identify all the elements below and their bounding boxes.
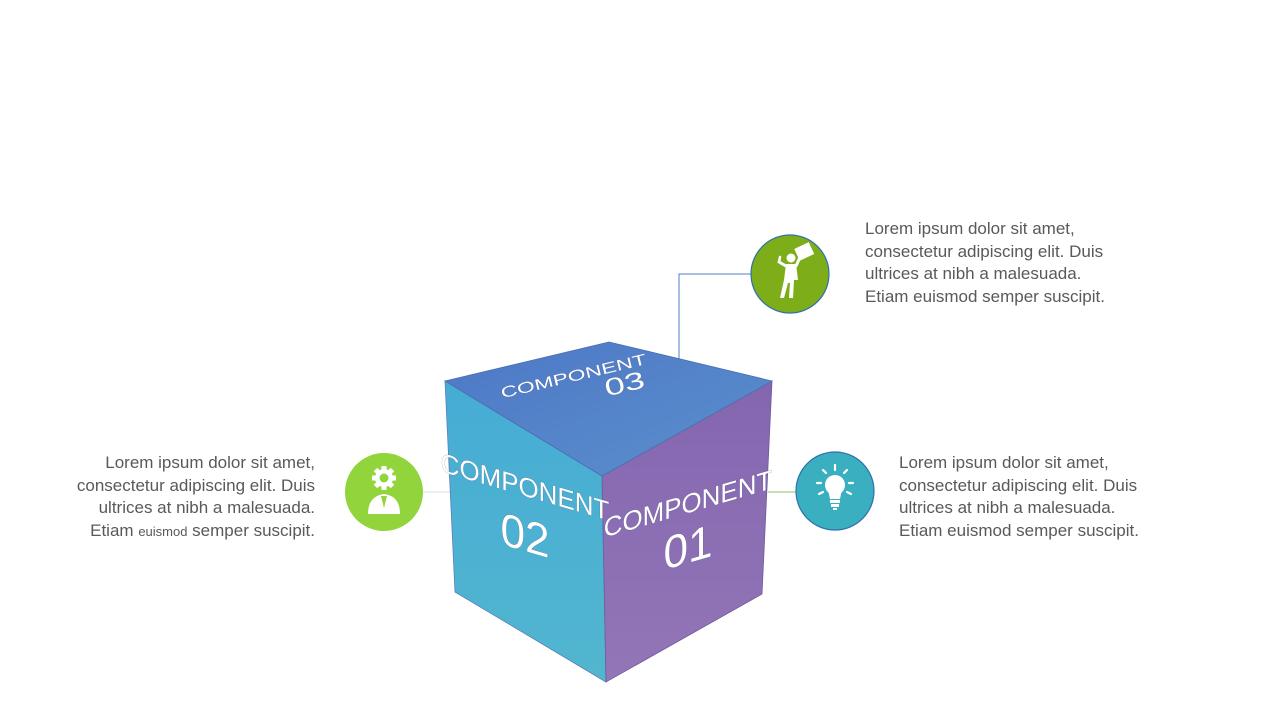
description-left-line-1: Lorem ipsum dolor sit amet, xyxy=(105,453,315,472)
description-top-line-3: ultrices at nibh a malesuada. xyxy=(865,264,1082,283)
description-top-line-4: Etiam euismod semper suscipit. xyxy=(865,286,1105,306)
description-top-line-1: Lorem ipsum dolor sit amet, xyxy=(865,219,1075,238)
connector-top xyxy=(678,273,751,360)
icon-circle-01 xyxy=(795,451,875,531)
description-right-line-4: Etiam euismod semper suscipit. xyxy=(899,520,1139,540)
description-top-line-2: consectetur adipiscing elit. Duis xyxy=(865,241,1104,261)
description-left-line-2: consectetur adipiscing elit. Duis xyxy=(76,475,315,495)
cube-face-03 xyxy=(443,341,774,477)
description-right-line-1: Lorem ipsum dolor sit amet, xyxy=(899,453,1109,472)
description-left-line-4-b: euismod xyxy=(138,523,188,539)
description-left-line-4-c: semper suscipit. xyxy=(187,520,315,540)
description-left: Lorem ipsum dolor sit amet, consectetur … xyxy=(40,452,315,543)
description-right-line-2: consectetur adipiscing elit. Duis xyxy=(899,475,1138,495)
description-left-line-3: ultrices at nibh a malesuada. xyxy=(98,498,315,517)
icon-circle-02 xyxy=(345,453,423,531)
description-right: Lorem ipsum dolor sit amet, consectetur … xyxy=(899,452,1139,542)
person-with-sign-icon xyxy=(777,242,815,298)
description-left-line-4-a: Etiam xyxy=(90,520,139,540)
lightbulb-icon xyxy=(815,463,855,510)
icon-circle-03 xyxy=(750,234,830,314)
description-top: Lorem ipsum dolor sit amet, consectetur … xyxy=(865,218,1105,308)
description-right-line-3: ultrices at nibh a malesuada. xyxy=(899,498,1116,517)
description-left-line-4: Etiam euismod semper suscipit. xyxy=(40,520,315,544)
